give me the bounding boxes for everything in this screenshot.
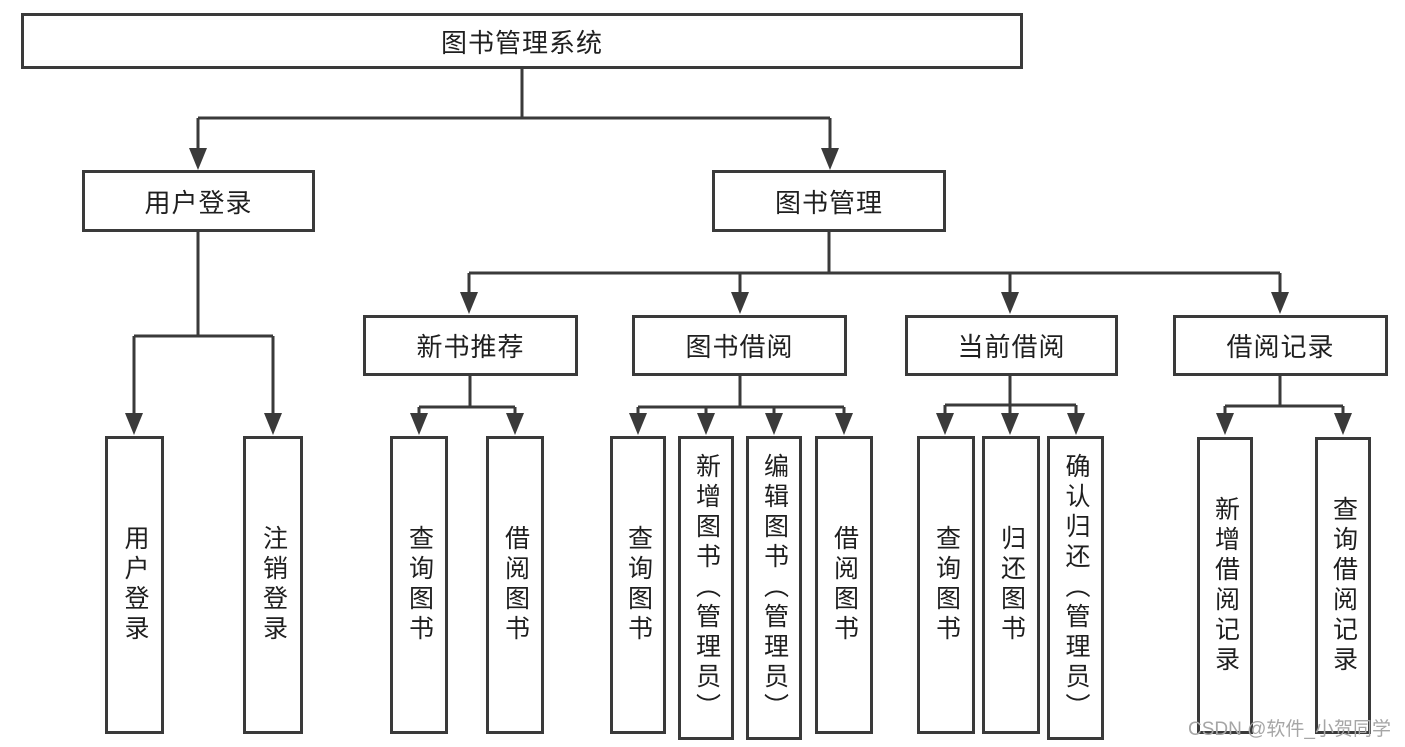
node-book-management: 图书管理	[712, 170, 946, 232]
node-current-borrow: 当前借阅	[905, 315, 1118, 376]
node-user-login: 用户登录	[82, 170, 315, 232]
leaf-logout: 注销登录	[243, 436, 303, 734]
node-book-borrow: 图书借阅	[632, 315, 847, 376]
leaf-user-login: 用户登录	[105, 436, 164, 734]
node-book-borrow-label: 图书借阅	[685, 332, 794, 362]
leaf-borrow-books-borrow-label: 借阅图书	[830, 525, 859, 645]
arrowhead-icons	[125, 148, 1352, 435]
leaf-add-borrow-record-label: 新增借阅记录	[1211, 495, 1240, 676]
leaf-return-books-label: 归还图书	[997, 525, 1026, 645]
leaf-query-books-borrow: 查询图书	[610, 436, 666, 734]
leaf-user-login-label: 用户登录	[121, 525, 149, 645]
leaf-query-books-current: 查询图书	[917, 436, 975, 734]
leaf-query-books-recommend-label: 查询图书	[405, 525, 434, 645]
leaf-logout-label: 注销登录	[259, 525, 288, 645]
leaf-query-borrow-record: 查询借阅记录	[1315, 437, 1371, 734]
node-book-management-label: 图书管理	[774, 187, 883, 218]
leaf-query-borrow-record-label: 查询借阅记录	[1329, 495, 1358, 676]
csdn-watermark: CSDN @软件_小贺同学	[1188, 719, 1391, 740]
node-new-book-recommend: 新书推荐	[363, 315, 578, 376]
leaf-add-books-admin: 新增图书（管理员）	[678, 436, 734, 740]
leaf-add-books-admin-label: 新增图书（管理员）	[692, 453, 721, 723]
node-borrow-records: 借阅记录	[1173, 315, 1388, 376]
node-root: 图书管理系统	[21, 13, 1023, 69]
leaf-borrow-books-recommend-label: 借阅图书	[501, 525, 530, 645]
node-borrow-records-label: 借阅记录	[1226, 332, 1335, 362]
leaf-borrow-books-borrow: 借阅图书	[815, 436, 873, 734]
leaf-add-borrow-record: 新增借阅记录	[1197, 437, 1253, 734]
leaf-query-books-current-label: 查询图书	[932, 525, 961, 645]
node-new-book-recommend-label: 新书推荐	[416, 332, 525, 362]
node-root-label: 图书管理系统	[440, 27, 603, 58]
leaf-return-books: 归还图书	[982, 436, 1040, 734]
leaf-query-books-recommend: 查询图书	[390, 436, 448, 734]
leaf-query-books-borrow-label: 查询图书	[624, 525, 653, 645]
leaf-confirm-return-admin: 确认归还（管理员）	[1047, 436, 1104, 740]
node-current-borrow-label: 当前借阅	[957, 332, 1066, 362]
leaf-edit-books-admin-label: 编辑图书（管理员）	[760, 453, 789, 723]
node-user-login-label: 用户登录	[144, 187, 253, 218]
leaf-confirm-return-admin-label: 确认归还（管理员）	[1062, 453, 1090, 723]
leaf-edit-books-admin: 编辑图书（管理员）	[746, 436, 802, 740]
leaf-borrow-books-recommend: 借阅图书	[486, 436, 544, 734]
